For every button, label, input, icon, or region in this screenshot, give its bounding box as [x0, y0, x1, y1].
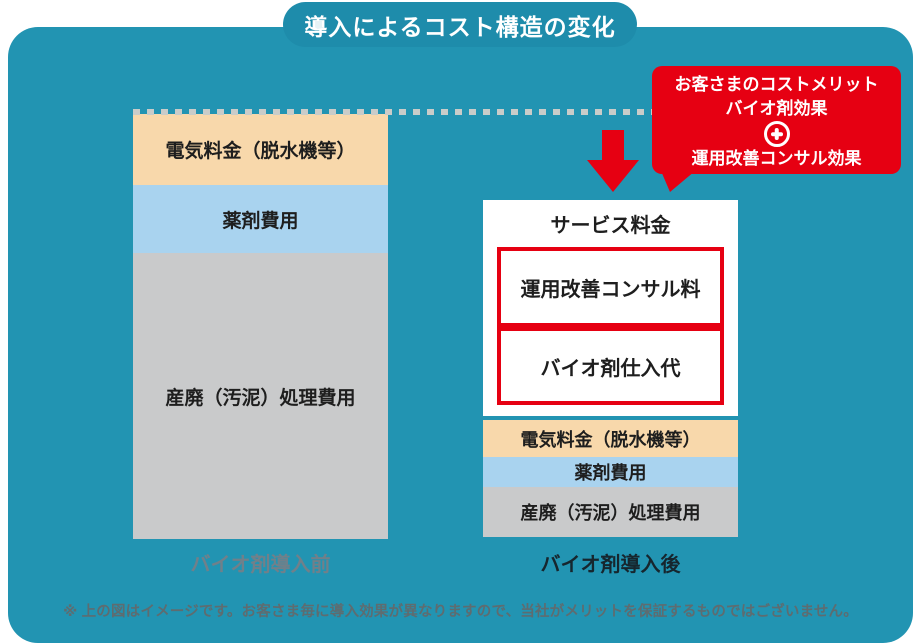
service-item-consulting-label: 運用改善コンサル料	[520, 278, 701, 301]
after-segment-electricity-label: 電気料金（脱水機等）	[520, 429, 701, 450]
before-segment-waste: 産廃（汚泥）処理費用	[133, 253, 388, 539]
before-segment-waste-label: 産廃（汚泥）処理費用	[165, 387, 356, 409]
after-segment-waste-label: 産廃（汚泥）処理費用	[520, 503, 701, 523]
after-segment-chemical: 薬剤費用	[483, 457, 738, 487]
cost-bar-before: 電気料金（脱水機等） 薬剤費用 産廃（汚泥）処理費用	[133, 114, 388, 539]
service-item-bio-agent-label: バイオ剤仕入代	[540, 357, 681, 380]
page-title: 導入によるコスト構造の変化	[283, 2, 637, 47]
callout-tail-icon	[661, 171, 695, 192]
down-arrow-icon	[587, 130, 639, 192]
callout-effect-bio: バイオ剤効果	[725, 99, 828, 118]
after-segment-chemical-label: 薬剤費用	[574, 463, 647, 483]
service-item-bio-agent: バイオ剤仕入代	[497, 327, 724, 405]
plus-icon	[763, 121, 790, 147]
before-bar-label: バイオ剤導入前	[190, 554, 331, 576]
before-segment-chemical-label: 薬剤費用	[222, 210, 299, 232]
service-item-consulting: 運用改善コンサル料	[497, 247, 724, 327]
service-fee-box: サービス料金 運用改善コンサル料 バイオ剤仕入代	[483, 200, 738, 416]
before-segment-electricity: 電気料金（脱水機等）	[133, 114, 388, 185]
after-segment-electricity: 電気料金（脱水機等）	[483, 420, 738, 457]
callout-effect-consulting: 運用改善コンサル効果	[691, 149, 862, 168]
page-title-text: 導入によるコスト構造の変化	[304, 13, 616, 40]
service-fee-title: サービス料金	[550, 215, 671, 237]
after-bar-label: バイオ剤導入後	[540, 554, 681, 576]
before-segment-electricity-label: 電気料金（脱水機等）	[165, 141, 356, 162]
callout-title: お客さまのコストメリット	[674, 75, 879, 94]
disclaimer-note: ※ 上の図はイメージです。お客さま毎に導入効果が異なりますので、当社がメリットを…	[63, 604, 858, 620]
cost-merit-callout: お客さまのコストメリット バイオ剤効果 運用改善コンサル効果	[652, 66, 901, 174]
before-segment-chemical: 薬剤費用	[133, 185, 388, 253]
dotted-reference-line-icon	[133, 109, 656, 115]
after-segment-waste: 産廃（汚泥）処理費用	[483, 487, 738, 537]
